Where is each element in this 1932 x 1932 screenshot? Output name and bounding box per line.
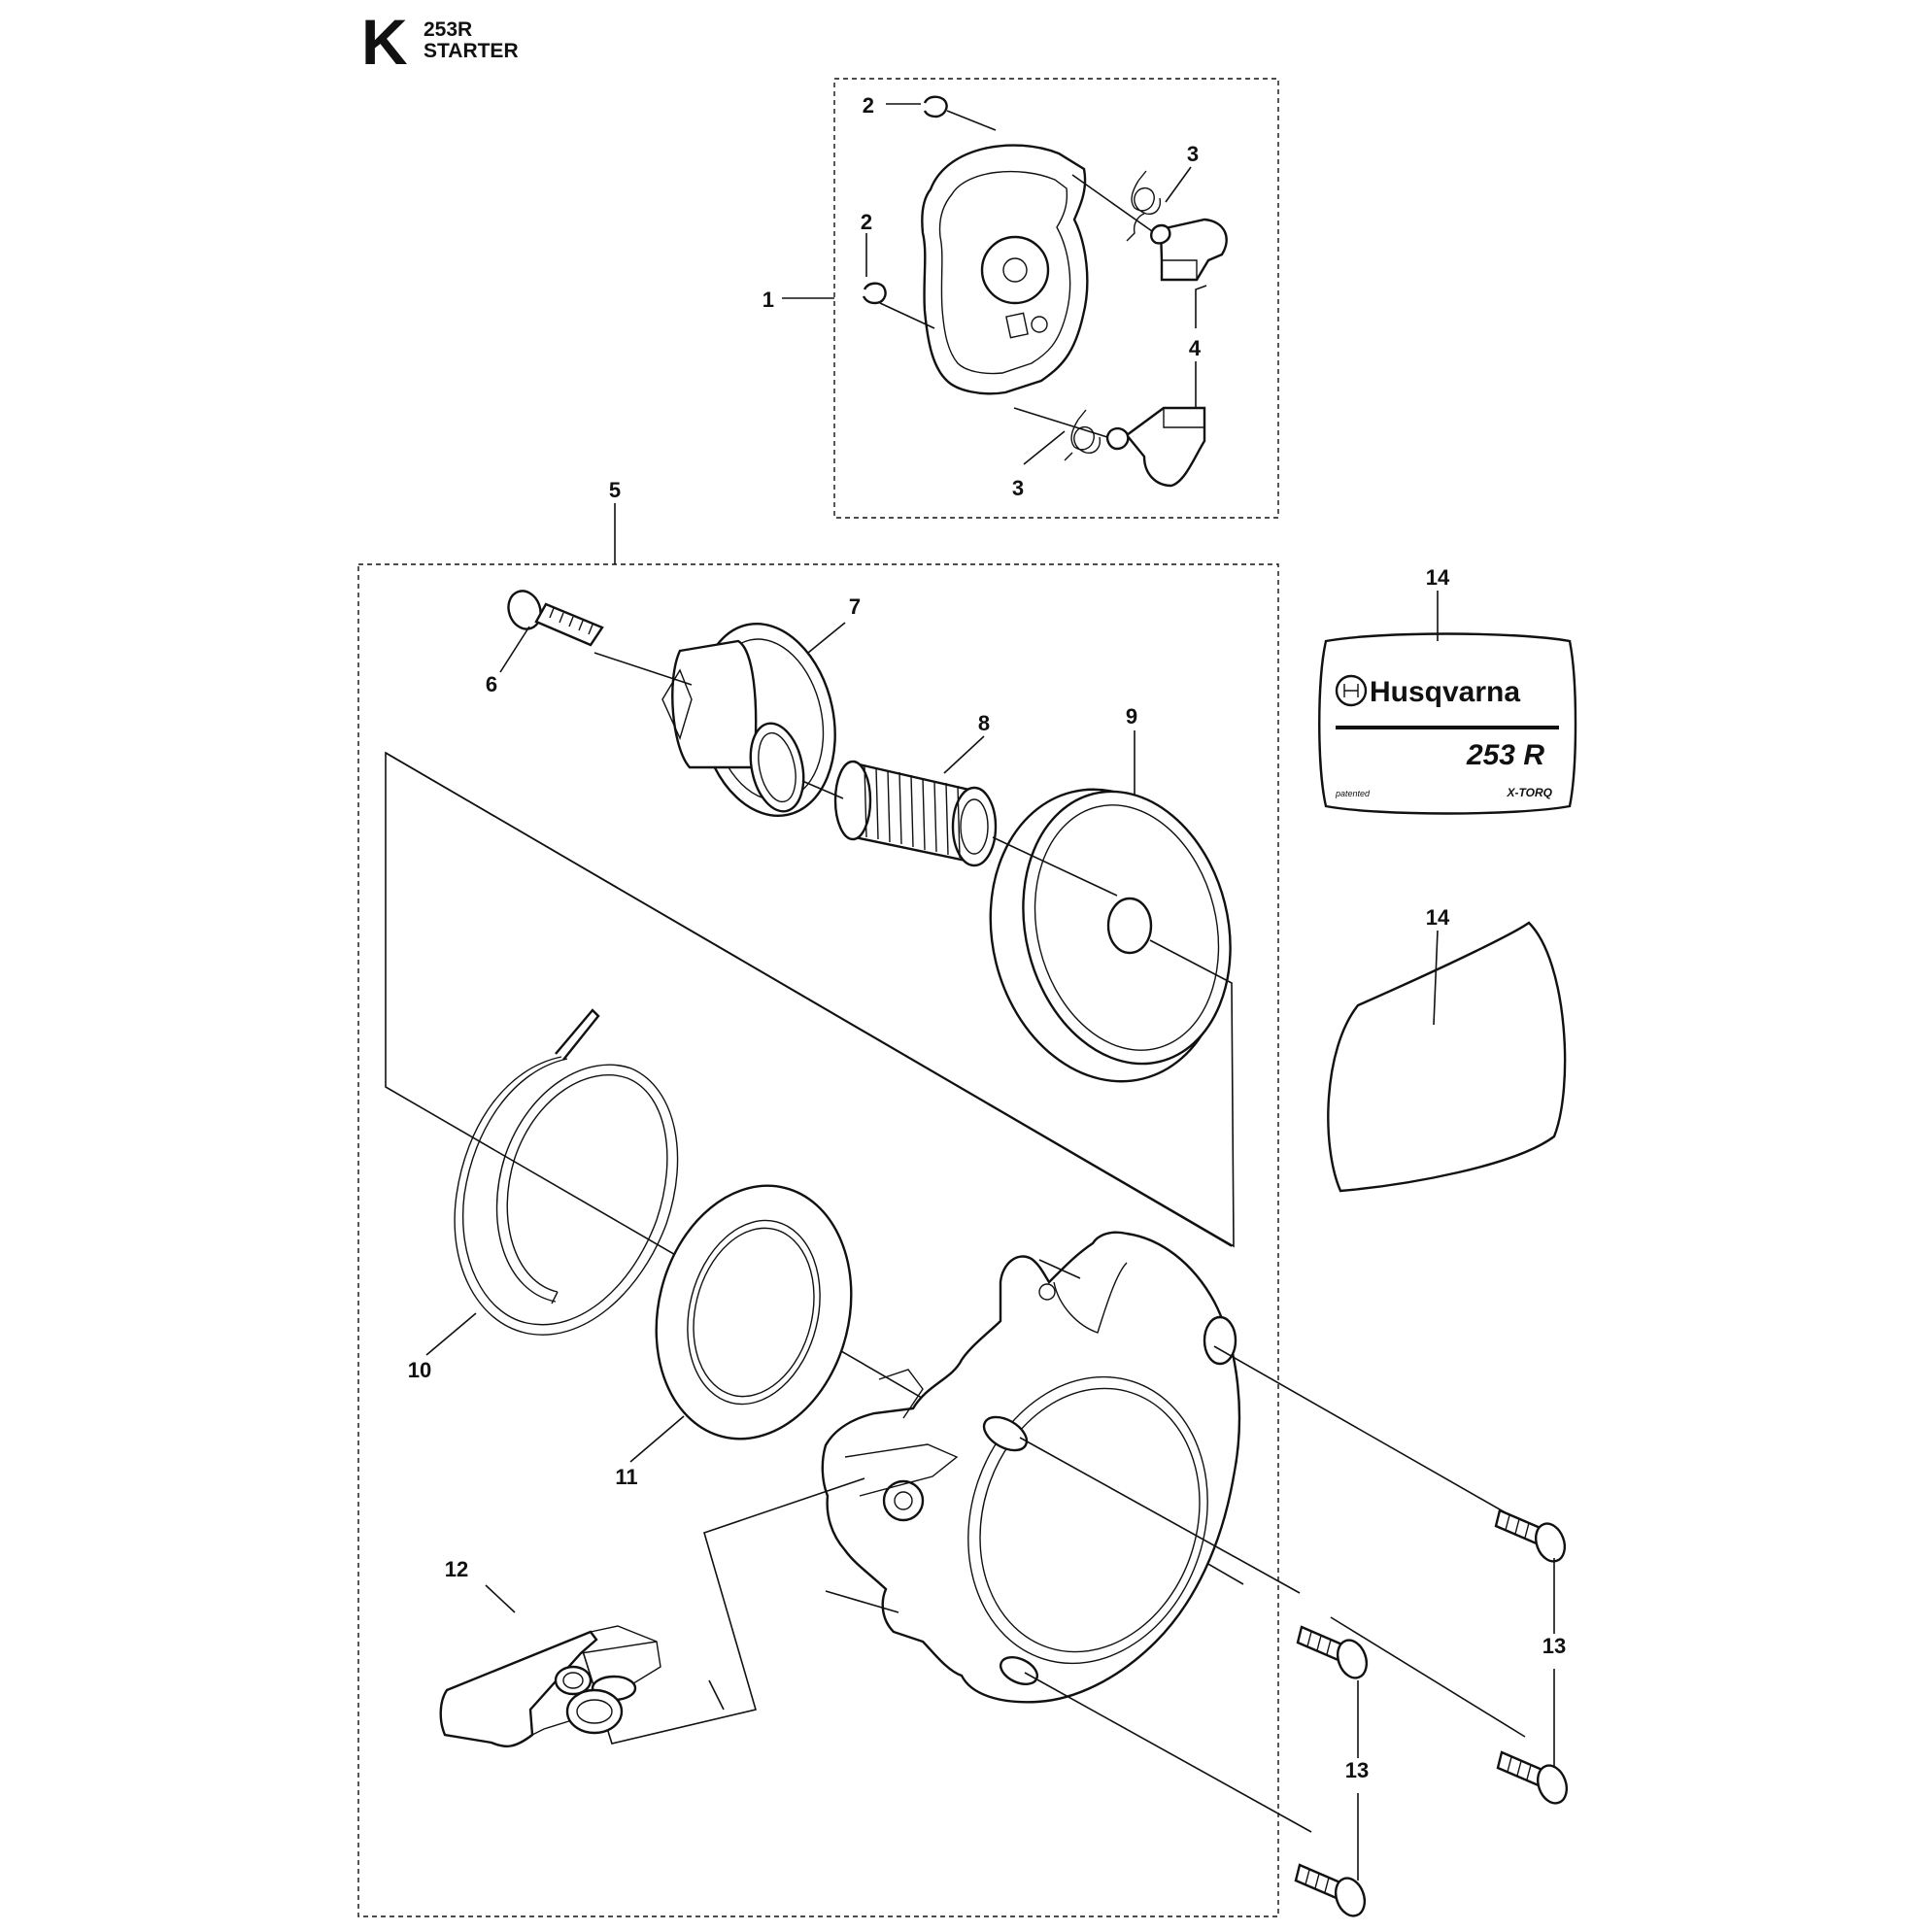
part-8-coil-spring [833, 760, 998, 867]
part-13-screw-upper-right [1494, 1508, 1567, 1563]
part-3-spring-lower [1064, 409, 1102, 461]
part-3-spring-upper [1126, 170, 1162, 242]
starter-housing [821, 1231, 1241, 1704]
starter-assembly-group-box [357, 563, 1279, 1917]
decal-stripe [1336, 726, 1559, 729]
part-1-pawl-carrier [921, 144, 1089, 395]
callout-8: 8 [978, 711, 990, 735]
part-11-ring-washer [655, 1184, 853, 1441]
section-letter: K [361, 6, 408, 78]
callout-14-upper: 14 [1426, 565, 1450, 590]
decal-patented: patented [1335, 789, 1371, 798]
callout-11: 11 [615, 1465, 637, 1489]
callout-6: 6 [486, 672, 497, 696]
model-number: 253R [424, 18, 473, 41]
part-14-decal: Husqvarna 253 R patented X-TORQ [1318, 632, 1577, 815]
callout-3-upper: 3 [1187, 142, 1199, 166]
callout-7: 7 [849, 594, 861, 619]
callout-12: 12 [445, 1557, 468, 1581]
callout-10: 10 [408, 1358, 431, 1382]
callout-13-right: 13 [1542, 1634, 1566, 1658]
callout-4: 4 [1189, 336, 1202, 360]
part-9-starter-pulley [989, 788, 1232, 1083]
callout-9: 9 [1126, 704, 1137, 729]
callout-14-lower: 14 [1426, 905, 1450, 930]
decal-tech: X-TORQ [1507, 786, 1553, 799]
husqvarna-logo: Husqvarna [1335, 674, 1520, 708]
pawl-assembly-group-box [833, 78, 1279, 519]
part-12-starter-handle [439, 1625, 661, 1747]
callout-5: 5 [609, 478, 621, 502]
decal-brand: Husqvarna [1370, 676, 1520, 708]
part-6-center-screw [507, 590, 604, 647]
part-13-screw-middle [1296, 1625, 1369, 1679]
diagram-header: 253R STARTER [424, 18, 519, 63]
callout-13-left: 13 [1345, 1758, 1369, 1782]
part-14-decal-backing [1327, 921, 1567, 1193]
part-13-screw-lower-right [1496, 1750, 1569, 1805]
part-4-pawl-upper [1150, 218, 1228, 282]
callout-1: 1 [763, 288, 774, 312]
callout-2-lower: 2 [861, 210, 872, 234]
callout-2-upper: 2 [863, 93, 874, 118]
part-2-circlip-lower [862, 282, 887, 305]
callout-3-lower: 3 [1012, 476, 1024, 500]
decal-model: 253 R [1466, 739, 1544, 771]
part-10-starter-rope [454, 1008, 679, 1336]
part-13-screw-bottom [1294, 1863, 1367, 1917]
diagram-title: STARTER [424, 40, 519, 63]
part-2-circlip-upper [923, 95, 948, 119]
part-7-pulley-hub [661, 622, 836, 818]
part-4-pawl-lower [1105, 406, 1206, 488]
